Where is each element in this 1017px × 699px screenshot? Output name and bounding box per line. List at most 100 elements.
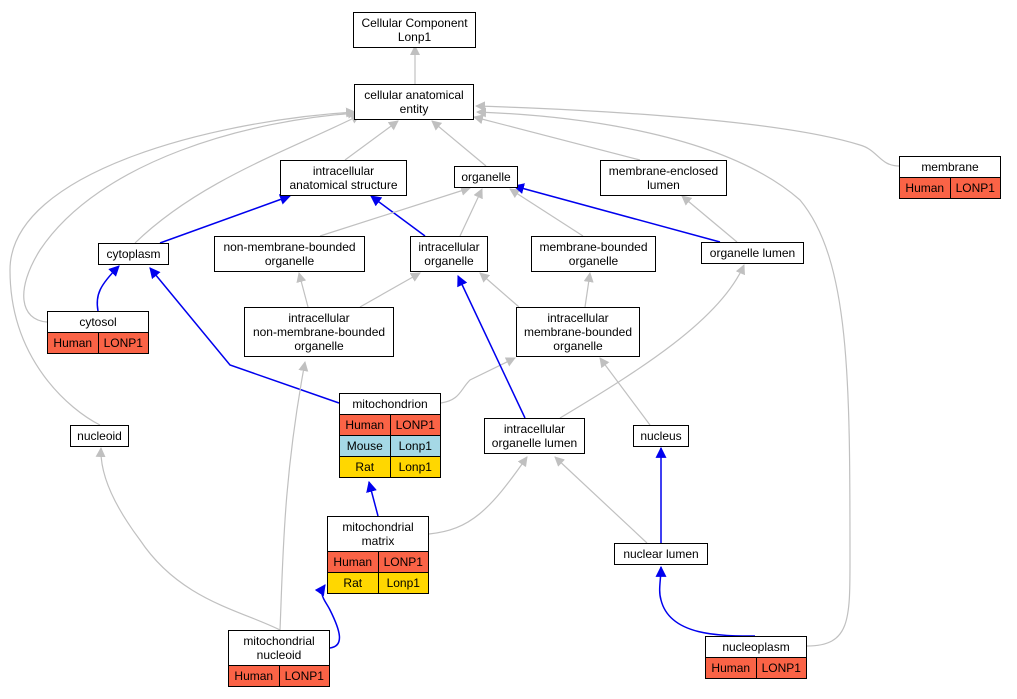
node-cytoplasm[interactable]: cytoplasm [98, 243, 169, 265]
edge-inmbo-nmbo [296, 272, 309, 308]
gene-cell: LONP1 [278, 666, 330, 686]
gene-cell: Lonp1 [377, 573, 429, 593]
node-label: intracellular non-membrane-bounded organ… [252, 311, 386, 353]
species-cell: Human [333, 555, 373, 569]
node-ol[interactable]: organelle lumen [701, 242, 804, 264]
edge-cytosol-cytoplasm [96, 265, 120, 312]
edge-inmbo-io [359, 272, 421, 308]
edge-cytoplasm-cae [134, 114, 361, 244]
node-label: organelle [461, 170, 511, 184]
edge-io-ias [370, 195, 426, 237]
node-label: cellular anatomical entity [364, 88, 464, 116]
edge-np-nl [655, 565, 756, 637]
annotation-row-human: Human LONP1 [900, 177, 1000, 198]
annotation-row-rat: Rat Lonp1 [328, 572, 428, 593]
edge-organelle-cae [431, 120, 487, 167]
edge-cytosol-cae [23, 108, 358, 323]
edge-np-cae [476, 107, 851, 647]
edge-mn-nucleoid [95, 447, 281, 631]
edge-io-organelle [459, 188, 483, 237]
gene-cell: LONP1 [389, 415, 441, 435]
species-cell: Human [905, 181, 945, 195]
edge-mito-imbo [440, 357, 516, 404]
node-label: organelle lumen [709, 246, 796, 260]
node-label: nucleus [640, 429, 682, 443]
edge-iol-ol [559, 264, 745, 419]
node-label: mitochondrial matrix [342, 520, 414, 548]
node-label: membrane-bounded organelle [539, 240, 648, 268]
node-label: intracellular anatomical structure [289, 164, 398, 192]
node-label: nuclear lumen [623, 547, 699, 561]
node-inmbo[interactable]: intracellular non-membrane-bounded organ… [244, 307, 394, 357]
edge-mn-mm [314, 584, 341, 649]
gene-cell: Lonp1 [389, 457, 441, 477]
node-label: membrane-enclosed lumen [608, 164, 719, 192]
gene-cell: LONP1 [97, 333, 149, 353]
node-label: cytoplasm [106, 247, 161, 261]
edge-nmbo-organelle [319, 185, 471, 237]
node-label: membrane [921, 160, 979, 174]
node-nucleoid[interactable]: nucleoid [70, 425, 129, 447]
node-ias[interactable]: intracellular anatomical structure [280, 160, 407, 196]
edge-nl-iol [554, 456, 648, 544]
species-cell: Human [234, 669, 274, 683]
node-nmbo[interactable]: non-membrane-bounded organelle [214, 236, 365, 272]
annotation-row-mouse: Mouse Lonp1 [340, 435, 440, 456]
annotation-row-human: Human LONP1 [48, 332, 148, 353]
edge-mito-cytoplasm [149, 267, 340, 404]
node-label: nucleoplasm [722, 640, 790, 654]
edge-imbo-io [479, 272, 520, 308]
node-root[interactable]: Cellular Component Lonp1 [353, 12, 476, 48]
node-label: cytosol [79, 315, 117, 329]
node-label: intracellular membrane-bounded organelle [523, 311, 633, 353]
species-cell: Mouse [346, 439, 383, 453]
node-label: mitochondrial nucleoid [243, 634, 315, 662]
edge-iol-io [457, 275, 526, 419]
node-label: Cellular Component Lonp1 [361, 16, 468, 44]
gene-cell: LONP1 [949, 178, 1001, 198]
annotation-row-rat: Rat Lonp1 [340, 456, 440, 477]
edge-mm-iol [428, 456, 528, 535]
edge-mel-cae [473, 114, 641, 161]
species-cell: Human [345, 418, 385, 432]
node-imbo[interactable]: intracellular membrane-bounded organelle [516, 307, 640, 357]
node-iol[interactable]: intracellular organelle lumen [484, 418, 585, 454]
edge-mn-inmbo [279, 361, 309, 631]
gene-cell: Lonp1 [389, 436, 441, 456]
species-cell: Rat [343, 576, 363, 590]
node-label: mitochondrion [352, 397, 428, 411]
edge-membrane-cae [475, 101, 900, 167]
edge-ol-organelle [512, 183, 721, 243]
node-organelle[interactable]: organelle [454, 166, 518, 188]
species-cell: Rat [355, 460, 375, 474]
node-mel[interactable]: membrane-enclosed lumen [600, 160, 727, 196]
annotation-row-human: Human LONP1 [340, 414, 440, 435]
node-mbo[interactable]: membrane-bounded organelle [531, 236, 656, 272]
gene-cell: LONP1 [377, 552, 429, 572]
edge-nucleoid-cae [9, 107, 356, 426]
species-cell: Human [53, 336, 93, 350]
species-cell: Human [711, 661, 751, 675]
edge-imbo-mbo [583, 272, 594, 308]
annotation-row-human: Human LONP1 [229, 665, 329, 686]
node-label: intracellular organelle [418, 240, 480, 268]
edge-nucleus-imbo [599, 357, 651, 426]
node-label: non-membrane-bounded organelle [223, 240, 356, 268]
node-label: intracellular organelle lumen [491, 422, 578, 450]
node-nl[interactable]: nuclear lumen [614, 543, 708, 565]
node-nucleus[interactable]: nucleus [633, 425, 689, 447]
node-label: nucleoid [77, 429, 122, 443]
node-io[interactable]: intracellular organelle [410, 236, 488, 272]
edge-cytoplasm-ias [159, 194, 292, 244]
edge-mbo-organelle [509, 188, 584, 237]
node-cae[interactable]: cellular anatomical entity [354, 84, 474, 120]
edge-ol-mel [681, 195, 738, 243]
